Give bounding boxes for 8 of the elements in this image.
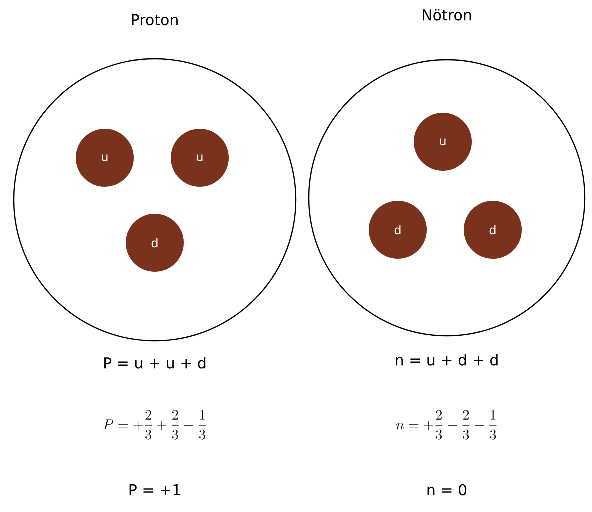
node-label: Proton bbox=[132, 14, 178, 26]
formula: $n = +\frac{2}{3} - \frac{2}{3} - \frac{1}{3}$ bbox=[396, 410, 497, 440]
formula: $P = +\frac{2}{3} + \frac{2}{3} - \frac{1}{3}$ bbox=[104, 410, 206, 440]
formula: P = u + u + d bbox=[104, 357, 206, 369]
formula: n = u + d + d bbox=[396, 354, 498, 366]
formula: n = 0 bbox=[428, 484, 467, 496]
node-label: Nötron bbox=[423, 9, 472, 21]
formula: P = +1 bbox=[130, 484, 180, 496]
